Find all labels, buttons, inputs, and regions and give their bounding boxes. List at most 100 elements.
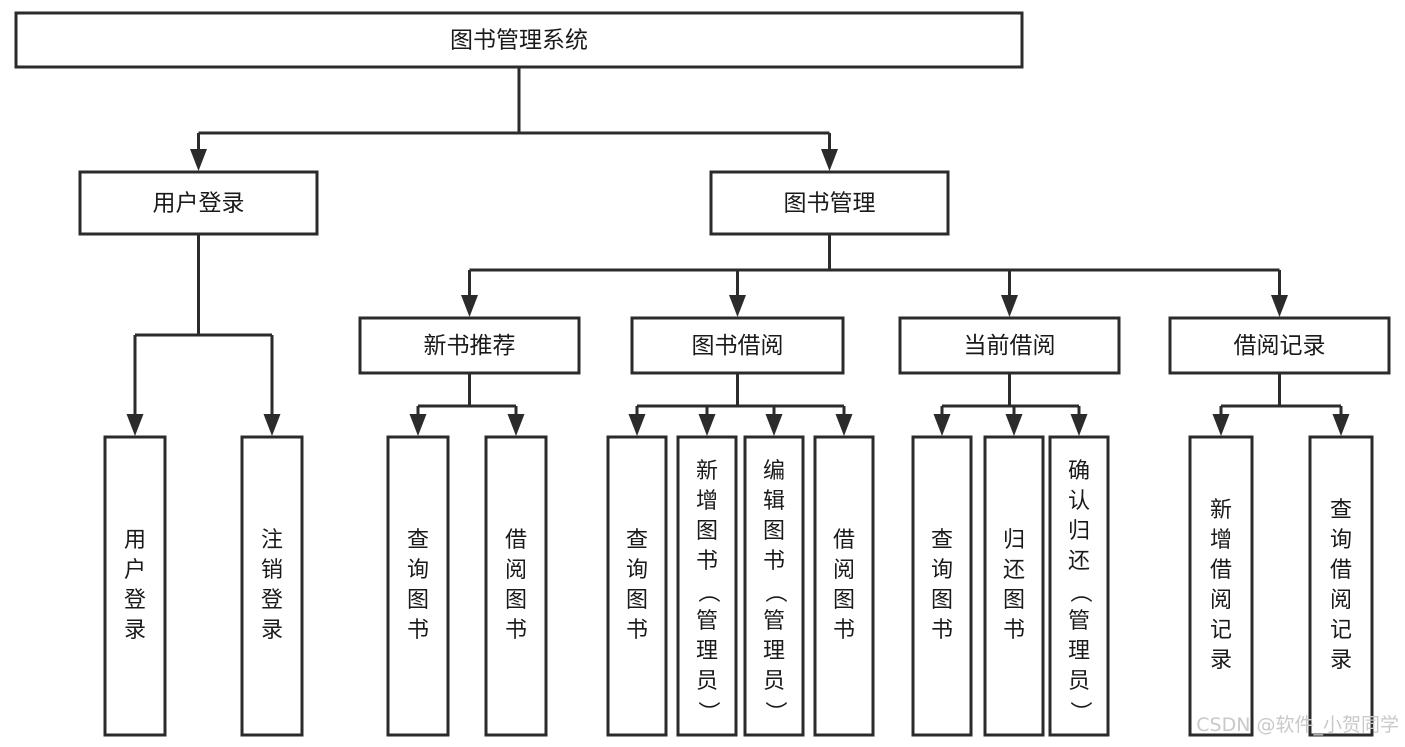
- node-label: 图书管理系统: [450, 28, 588, 54]
- node-label-char: ）: [1067, 701, 1092, 723]
- node-label-char: 图: [1003, 588, 1025, 613]
- node-label-char: 阅: [1330, 588, 1352, 613]
- node-label-char: 书: [407, 618, 429, 643]
- node-label: 当前借阅: [964, 333, 1056, 359]
- node-label-char: 图: [931, 588, 953, 613]
- node-box: [1048, 435, 1110, 737]
- node-label-char: 借: [505, 528, 527, 553]
- csdn-watermark: CSDN @软件_小贺同学: [1196, 714, 1399, 736]
- node-label-char: 图: [696, 519, 718, 544]
- node-label-char: 阅: [1210, 588, 1232, 613]
- node-label-char: 归: [1003, 528, 1025, 553]
- node-label-char: 图: [407, 588, 429, 613]
- node-box: [358, 316, 581, 375]
- arrow-head-icon: [263, 414, 281, 436]
- node-label-char: 书: [833, 618, 855, 643]
- node-leaf-user-login[interactable]: 用户登录: [103, 435, 167, 737]
- node-label-char: 还: [1003, 558, 1025, 583]
- node-borrow-record[interactable]: 借阅记录: [1168, 316, 1391, 375]
- node-user-login[interactable]: 用户登录: [78, 170, 319, 236]
- node-label-char: 理: [763, 639, 785, 664]
- node-box: [630, 316, 845, 375]
- node-new-book-rec[interactable]: 新书推荐: [358, 316, 581, 375]
- arrow-head-icon: [1212, 414, 1230, 436]
- node-label-char: 录: [261, 618, 283, 643]
- arrow-head-icon: [729, 295, 746, 317]
- node-layer: 图书管理系统用户登录图书管理新书推荐图书借阅当前借阅借阅记录用户登录注销登录查询…: [14, 11, 1391, 737]
- node-label-char: （: [762, 581, 787, 603]
- arrow-head-icon: [835, 414, 853, 436]
- node-label: 用户登录: [153, 191, 245, 217]
- node-label-char: 阅: [505, 558, 527, 583]
- node-label-char: 增: [1210, 528, 1232, 553]
- node-label-char: 理: [696, 639, 718, 664]
- node-box: [709, 170, 950, 236]
- arrow-head-icon: [1271, 295, 1288, 317]
- arrow-head-icon: [126, 414, 144, 436]
- node-label: 图书管理: [784, 191, 876, 217]
- node-box: [1168, 316, 1391, 375]
- node-label: 新书推荐: [424, 333, 516, 359]
- node-label-char: 销: [261, 558, 283, 583]
- node-label-char: 理: [1068, 639, 1090, 664]
- arrow-head-icon: [628, 414, 646, 436]
- node-label-char: （: [695, 581, 720, 603]
- node-book-borrow[interactable]: 图书借阅: [630, 316, 845, 375]
- arrow-head-icon: [1332, 414, 1350, 436]
- node-label-char: 确: [1068, 459, 1090, 484]
- node-box: [1308, 435, 1374, 737]
- arrow-head-icon: [765, 414, 783, 436]
- node-box: [983, 435, 1045, 737]
- node-label-char: 录: [1210, 648, 1232, 673]
- node-label-char: 书: [763, 549, 785, 574]
- node-box: [484, 435, 548, 737]
- node-label-char: （: [1067, 581, 1092, 603]
- node-label-char: 管: [1068, 609, 1090, 634]
- node-label-char: 认: [1068, 489, 1090, 514]
- arrow-head-icon: [698, 414, 716, 436]
- node-box: [911, 435, 973, 737]
- node-label-char: ）: [762, 701, 787, 723]
- node-label-char: 管: [763, 609, 785, 634]
- node-label-char: 登: [261, 588, 283, 613]
- node-label-char: 用: [124, 528, 146, 553]
- node-label-char: 登: [124, 588, 146, 613]
- node-box: [676, 435, 738, 737]
- node-label-char: 编: [763, 459, 785, 484]
- node-box: [898, 316, 1121, 375]
- node-label-char: 询: [407, 558, 429, 583]
- node-label-char: 询: [931, 558, 953, 583]
- node-label-char: 图: [505, 588, 527, 613]
- arrow-head-icon: [933, 414, 951, 436]
- node-current-borrow[interactable]: 当前借阅: [898, 316, 1121, 375]
- node-label: 图书借阅: [692, 333, 784, 359]
- node-root[interactable]: 图书管理系统: [14, 11, 1024, 69]
- node-label-char: 书: [696, 549, 718, 574]
- node-label-char: 借: [833, 528, 855, 553]
- node-label-char: 员: [763, 669, 785, 694]
- node-label-char: 查: [626, 528, 648, 553]
- node-book-manage[interactable]: 图书管理: [709, 170, 950, 236]
- node-label-char: 借: [1210, 558, 1232, 583]
- node-label-char: 注: [261, 528, 283, 553]
- arrow-head-icon: [461, 295, 478, 317]
- node-label-char: 图: [626, 588, 648, 613]
- node-label: 借阅记录: [1234, 333, 1326, 359]
- arrow-head-icon: [1005, 414, 1023, 436]
- arrow-head-icon: [1070, 414, 1088, 436]
- arrow-head-icon: [190, 149, 207, 171]
- node-label-char: 图: [833, 588, 855, 613]
